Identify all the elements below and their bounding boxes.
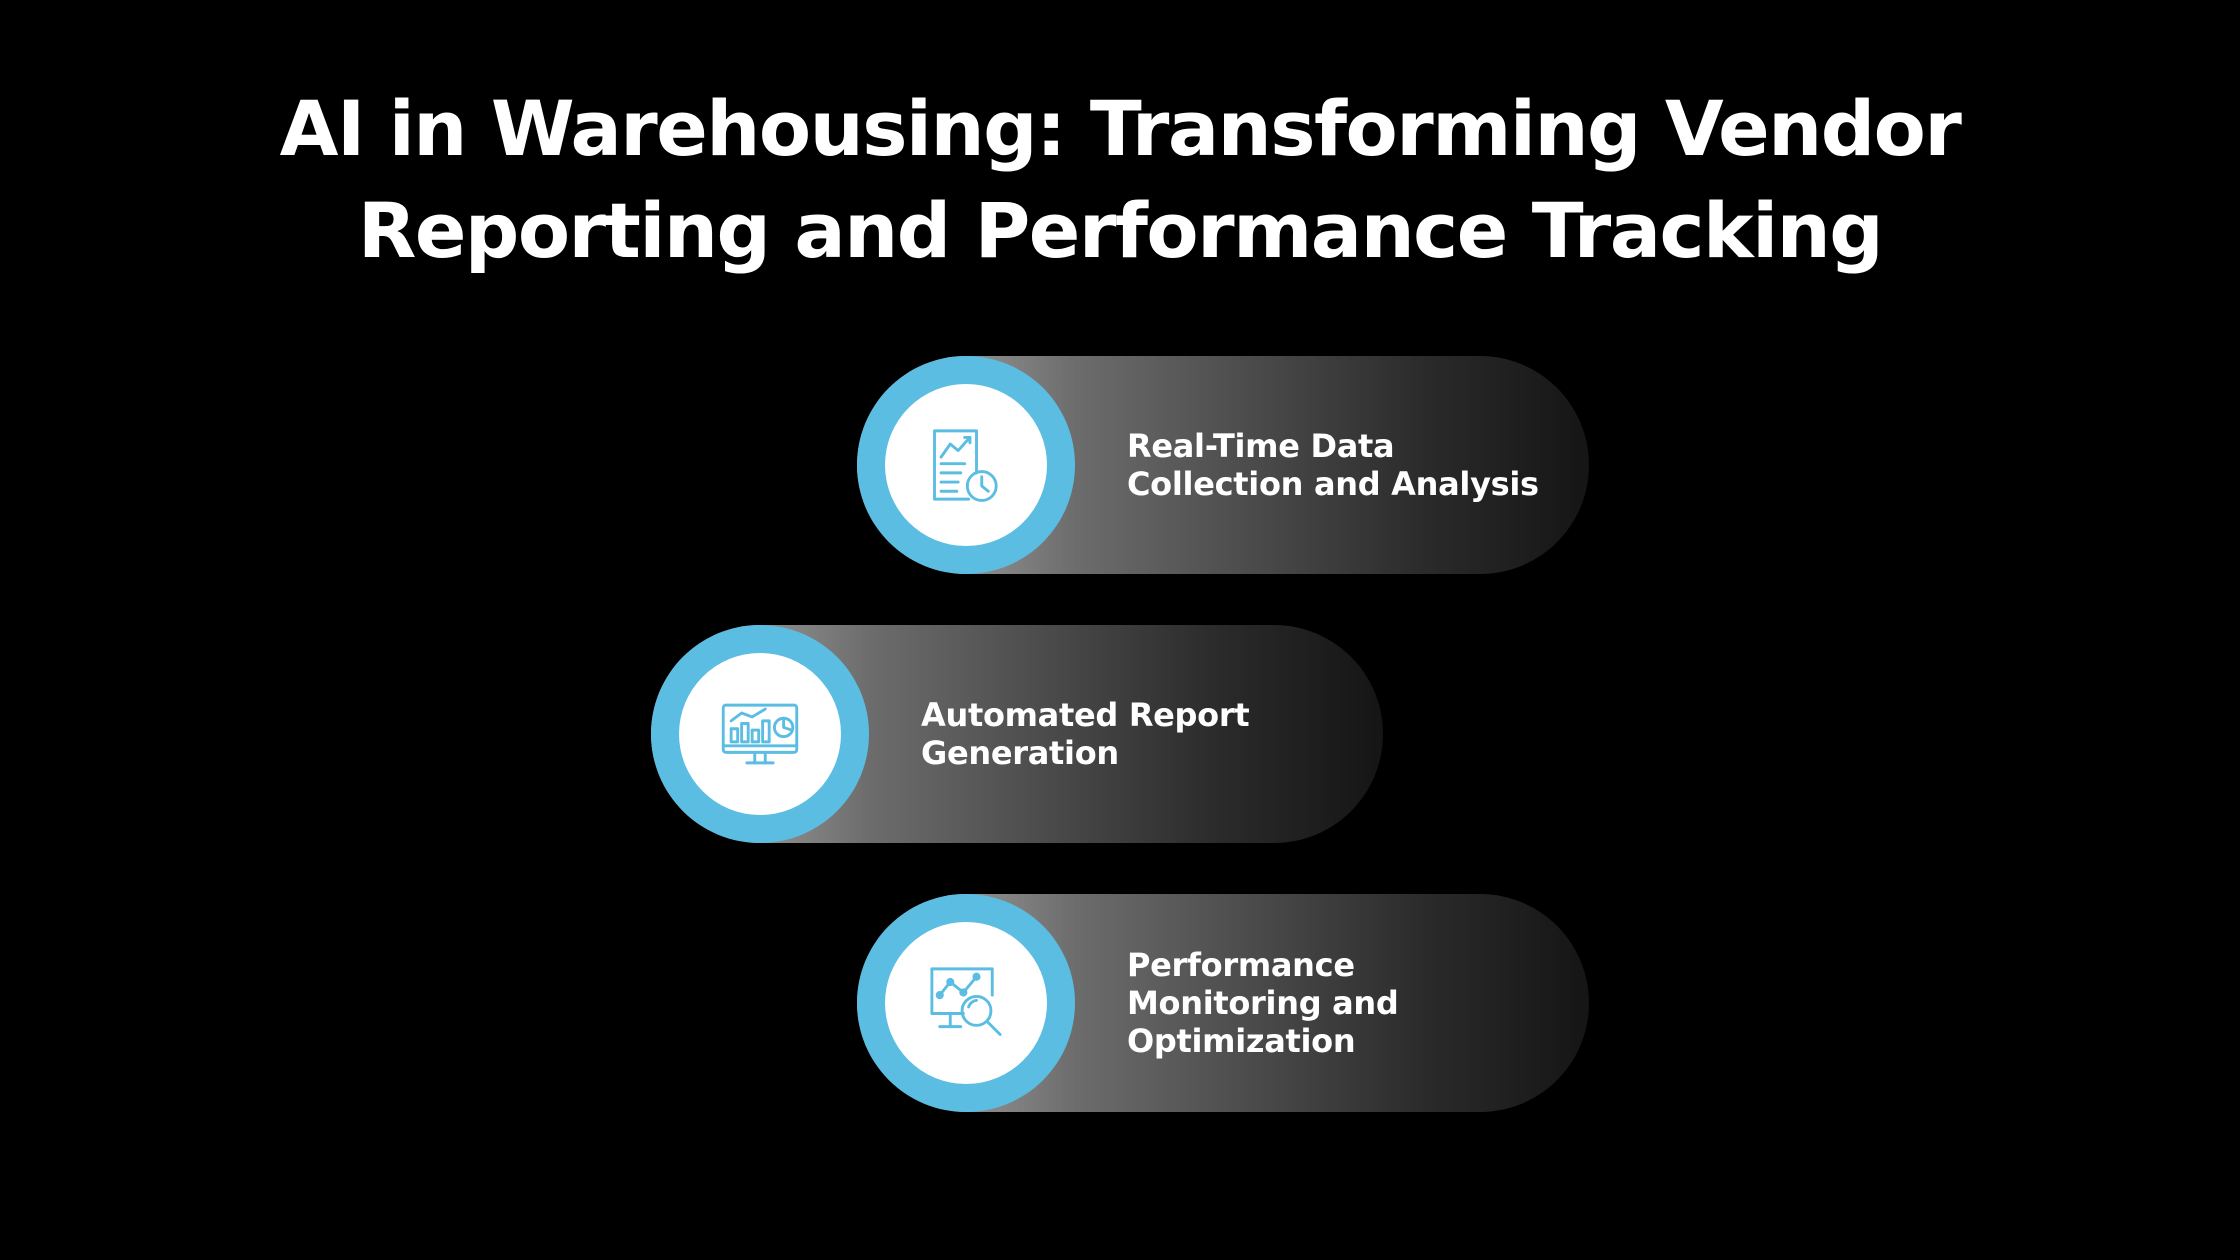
step-label: Real-Time Data Collection and Analysis	[1127, 427, 1557, 503]
step-badge-inner	[885, 384, 1047, 546]
step-badge	[651, 625, 869, 843]
step-label: Performance Monitoring and Optimization	[1127, 946, 1557, 1060]
step-label-line: Performance	[1127, 946, 1355, 984]
step-badge-inner	[679, 653, 841, 815]
title-line-2: Reporting and Performance Tracking	[357, 186, 1884, 275]
step-label: Automated Report Generation	[921, 696, 1351, 772]
step-label-line: Automated Report	[921, 696, 1250, 734]
monitor-search-icon	[930, 967, 1002, 1036]
step-automated-report: Automated Report Generation	[651, 625, 1383, 843]
monitor-dashboard-icon	[721, 703, 799, 765]
step-performance-monitoring: Performance Monitoring and Optimization	[857, 894, 1589, 1112]
step-badge	[857, 356, 1075, 574]
step-label-line: Generation	[921, 734, 1119, 772]
step-label-line: Real-Time Data	[1127, 427, 1395, 465]
page-title: AI in Warehousing: Transforming Vendor R…	[0, 78, 2240, 282]
step-badge	[857, 894, 1075, 1112]
step-label-line: Optimization	[1127, 1022, 1356, 1060]
report-clock-icon	[933, 429, 998, 502]
title-line-1: AI in Warehousing: Transforming Vendor	[279, 84, 1962, 173]
step-real-time-data: Real-Time Data Collection and Analysis	[857, 356, 1589, 574]
step-label-line: Monitoring and	[1127, 984, 1399, 1022]
step-label-line: Collection and Analysis	[1127, 465, 1539, 503]
step-badge-inner	[885, 922, 1047, 1084]
